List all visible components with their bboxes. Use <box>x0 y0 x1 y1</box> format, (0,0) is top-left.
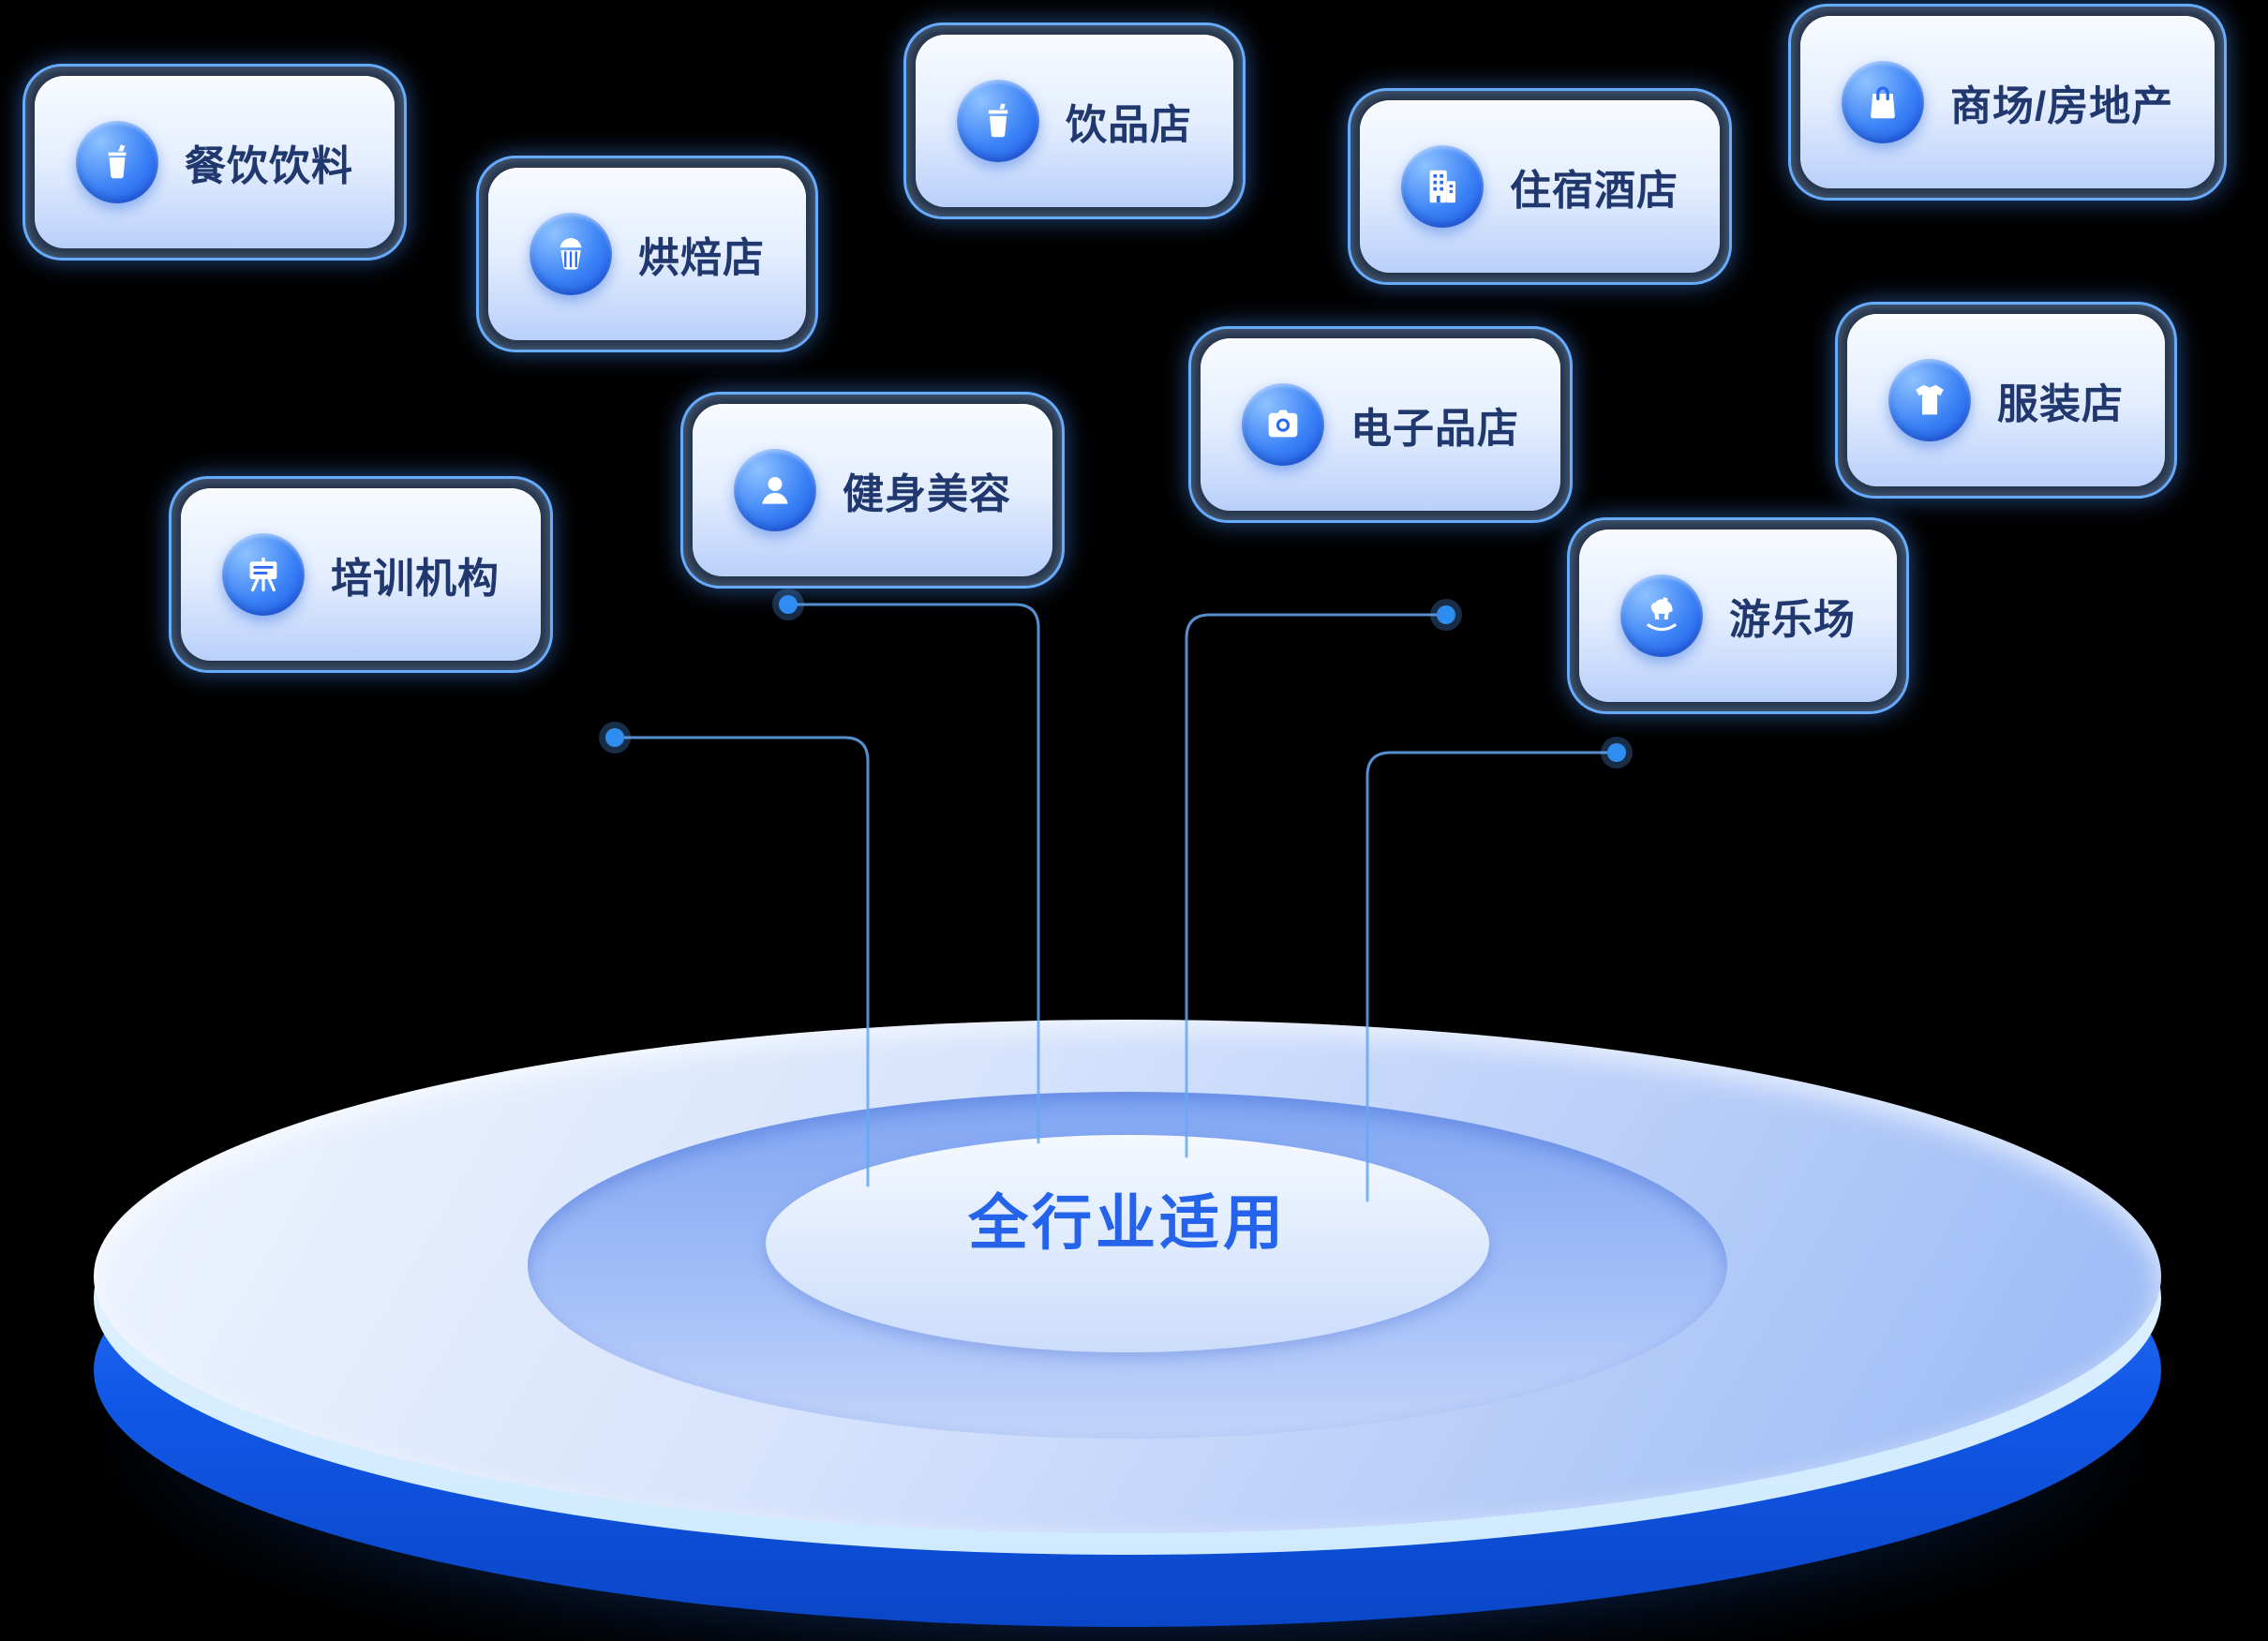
card-body: 商场/房地产 <box>1800 16 2216 188</box>
card-electronics: 电子品店 <box>1188 326 1573 523</box>
card-drink-shop: 饮品店 <box>903 22 1246 219</box>
card-food-beverage: 餐饮饮料 <box>22 64 407 261</box>
card-label: 烘焙店 <box>638 235 765 281</box>
connector-dot <box>1437 605 1455 624</box>
easel-board-icon <box>222 533 305 616</box>
card-label: 餐饮饮料 <box>185 143 353 189</box>
tshirt-icon <box>1888 359 1971 441</box>
camera-icon <box>1242 383 1324 466</box>
rocking-horse-icon <box>1620 574 1703 657</box>
beverage-cup-icon: 饮品店 <box>916 35 1233 207</box>
shopping-bag-icon <box>1842 61 1924 143</box>
connector-line <box>613 736 870 1187</box>
connector-line <box>786 603 1040 1144</box>
card-clothing: 服装店 <box>1835 302 2177 499</box>
card-playground: 游乐场 <box>1567 517 1909 714</box>
card-body: 住宿酒店 <box>1360 100 1720 273</box>
connector-dot <box>1607 743 1626 762</box>
connector-line <box>1185 613 1448 1158</box>
card-label: 电子品店 <box>1350 406 1519 452</box>
drink-cup-icon <box>76 121 158 203</box>
card-label: 住宿酒店 <box>1510 168 1679 214</box>
card-label: 商场/房地产 <box>1950 83 2174 129</box>
card-body: 烘焙店 <box>488 168 806 340</box>
card-body: 健身美容 <box>693 404 1052 576</box>
card-fitness-beauty: 健身美容 <box>680 392 1065 589</box>
beauty-face-icon <box>734 449 816 531</box>
card-body: 电子品店 <box>1201 338 1560 511</box>
card-body: 培训机构 <box>181 488 541 661</box>
beverage-cup-icon <box>957 80 1039 162</box>
connector-line <box>1365 751 1619 1202</box>
card-label: 服装店 <box>1997 381 2124 427</box>
hotel-building-icon <box>1401 145 1484 228</box>
card-label: 游乐场 <box>1729 597 1856 643</box>
card-hotel: 住宿酒店 <box>1348 88 1732 285</box>
cupcake-icon <box>530 213 612 295</box>
card-label: 饮品店 <box>1066 102 1192 148</box>
card-label: 健身美容 <box>843 471 1011 517</box>
card-body: 餐饮饮料 <box>35 76 395 248</box>
card-label: 培训机构 <box>331 556 500 602</box>
card-bakery: 烘焙店 <box>476 156 818 352</box>
card-mall-realestate: 商场/房地产 <box>1788 4 2228 201</box>
platform-label: 全行业适用 <box>968 1189 1287 1257</box>
card-body: 服装店 <box>1847 314 2165 486</box>
connector-dot <box>779 595 798 614</box>
card-training: 培训机构 <box>169 476 553 673</box>
card-body: 游乐场 <box>1579 530 1897 702</box>
connector-dot <box>605 728 624 747</box>
